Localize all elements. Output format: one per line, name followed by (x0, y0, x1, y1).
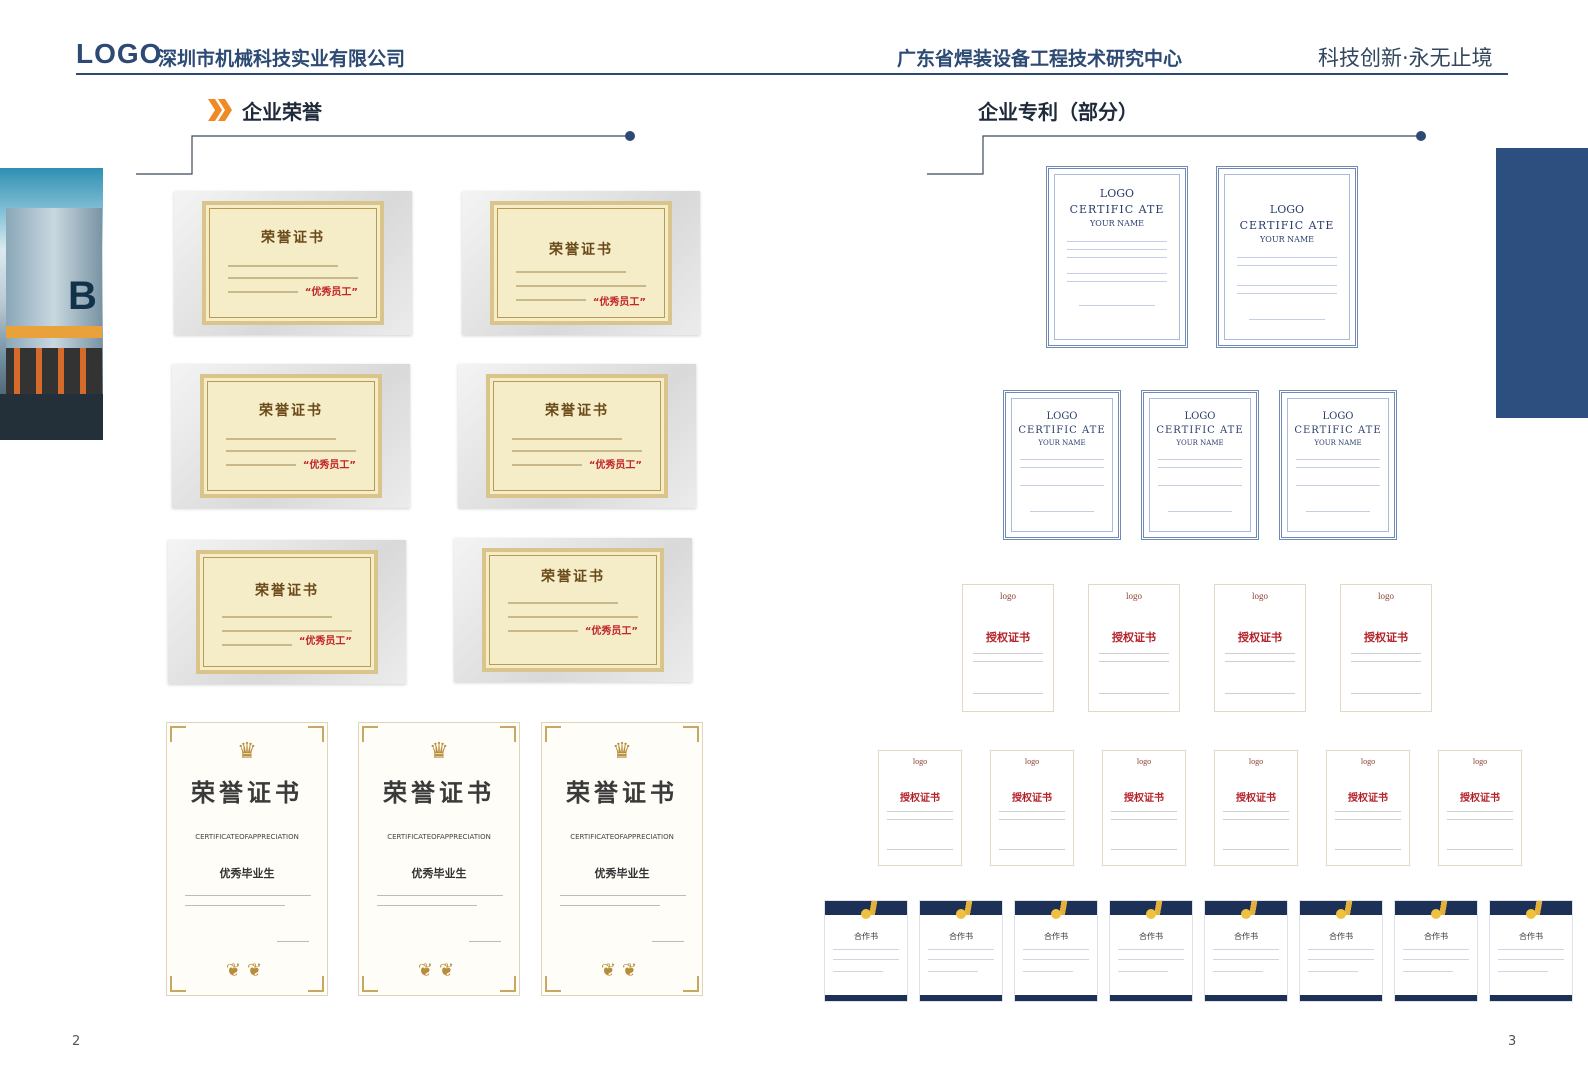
grant-certificate: logo 授权证书 (1326, 750, 1410, 866)
seal-icon (1431, 909, 1441, 919)
seal-icon (956, 909, 966, 919)
cooperation-certificate: 合作书 (1299, 900, 1383, 1002)
section-leader-line-right (927, 131, 1426, 175)
grant-certificate: logo 授权证书 (1214, 750, 1298, 866)
building-photo: B (0, 168, 103, 440)
appreciation-certificate: ♛ 荣誉证书 CERTIFICATEOFAPPRECIATION 优秀毕业生 ❦… (166, 722, 328, 996)
appreciation-certificate: ♛ 荣誉证书 CERTIFICATEOFAPPRECIATION 优秀毕业生 ❦… (358, 722, 520, 996)
seal-icon (861, 909, 871, 919)
header-divider (76, 73, 1508, 75)
patent-certificate: LOGO CERTIFIC ATE YOUR NAME (1046, 166, 1188, 348)
crown-icon: ♛ (429, 739, 449, 764)
grant-certificate: logo 授权证书 (1088, 584, 1180, 712)
header-logo: LOGO (76, 38, 163, 69)
honor-certificate: 荣誉证书 “优秀员工” (454, 538, 692, 682)
crown-icon: ♛ (237, 739, 257, 764)
seal-icon (1336, 909, 1346, 919)
ornament-icon: ❦❦ (417, 960, 461, 981)
seal-icon (1146, 909, 1156, 919)
cooperation-certificate: 合作书 (1014, 900, 1098, 1002)
patent-certificate: LOGO CERTIFIC ATE YOUR NAME (1279, 390, 1397, 540)
cooperation-certificate: 合作书 (824, 900, 908, 1002)
appreciation-certificate: ♛ 荣誉证书 CERTIFICATEOFAPPRECIATION 优秀毕业生 ❦… (541, 722, 703, 996)
patent-certificate: LOGO CERTIFIC ATE YOUR NAME (1141, 390, 1259, 540)
ornament-icon: ❦❦ (225, 960, 269, 981)
cooperation-certificate: 合作书 (1489, 900, 1573, 1002)
cooperation-certificate: 合作书 (919, 900, 1003, 1002)
header-slogan: 科技创新·永无止境 (1318, 46, 1493, 70)
honor-certificate: 荣誉证书 “优秀员工” (174, 191, 412, 335)
honor-certificate: 荣誉证书 “优秀员工” (458, 364, 696, 508)
seal-icon (1526, 909, 1536, 919)
crown-icon: ♛ (612, 739, 632, 764)
cooperation-certificate: 合作书 (1204, 900, 1288, 1002)
patent-certificate: LOGO CERTIFIC ATE YOUR NAME (1003, 390, 1121, 540)
honor-certificate: 荣誉证书 “优秀员工” (168, 540, 406, 684)
decorative-blue-block (1496, 148, 1588, 418)
grant-certificate: logo 授权证书 (1102, 750, 1186, 866)
cooperation-certificate: 合作书 (1109, 900, 1193, 1002)
grant-certificate: logo 授权证书 (990, 750, 1074, 866)
ornament-icon: ❦❦ (600, 960, 644, 981)
section-title-patents: 企业专利（部分） (978, 100, 1138, 124)
section-leader-line-left (136, 131, 635, 175)
patent-certificate: LOGO CERTIFIC ATE YOUR NAME (1216, 166, 1358, 348)
seal-icon (1051, 909, 1061, 919)
honor-certificate: 荣誉证书 “优秀员工” (462, 191, 700, 335)
grant-certificate: logo 授权证书 (1214, 584, 1306, 712)
grant-certificate: logo 授权证书 (962, 584, 1054, 712)
grant-certificate: logo 授权证书 (1438, 750, 1522, 866)
page-number-right: 3 (1508, 1034, 1517, 1049)
header-research-center: 广东省焊装设备工程技术研究中心 (897, 48, 1183, 70)
page-number-left: 2 (72, 1034, 81, 1049)
cooperation-certificate: 合作书 (1394, 900, 1478, 1002)
section-title-honors: 企业荣誉 (242, 100, 322, 124)
grant-certificate: logo 授权证书 (878, 750, 962, 866)
double-chevron-right-icon (208, 99, 232, 121)
header-company-name: 深圳市机械科技实业有限公司 (158, 48, 406, 70)
grant-certificate: logo 授权证书 (1340, 584, 1432, 712)
honor-certificate: 荣誉证书 “优秀员工” (172, 364, 410, 508)
seal-icon (1241, 909, 1251, 919)
